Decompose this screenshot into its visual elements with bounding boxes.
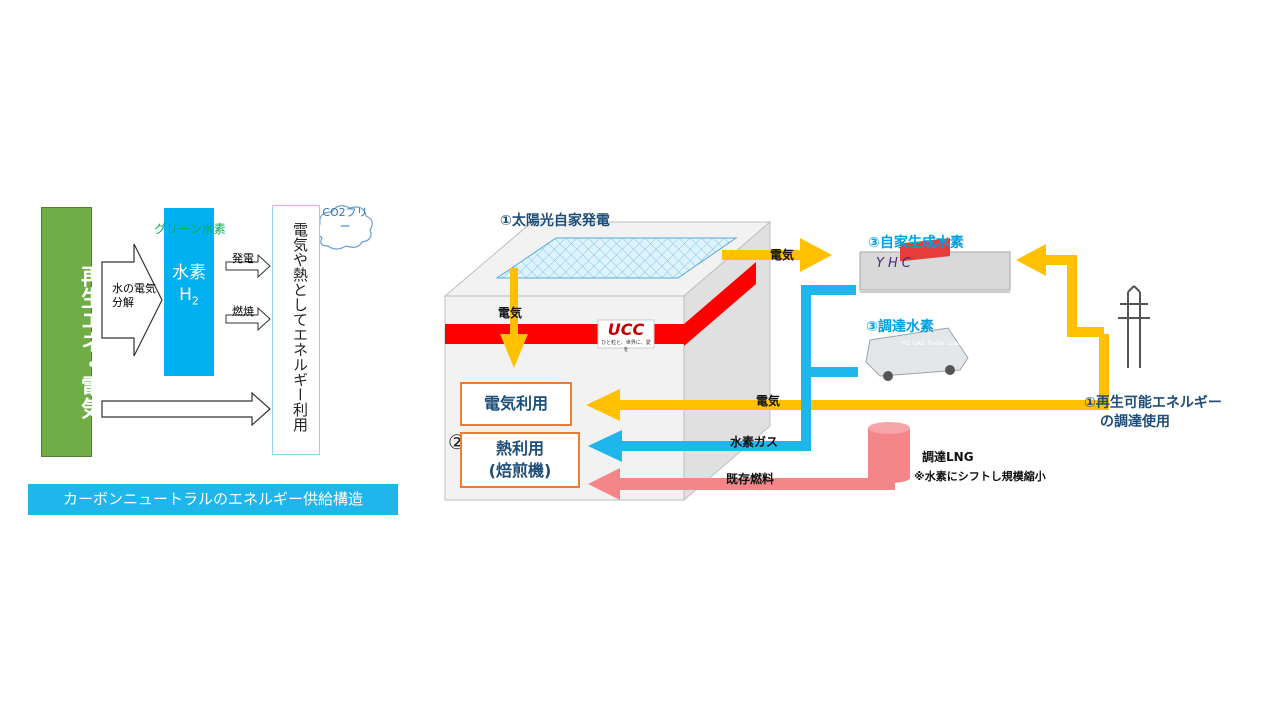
energy-use-label: 電気や熱としてエネルギー利用	[291, 222, 309, 432]
green-hydrogen-label: グリーン水素	[154, 222, 226, 236]
renewable-energy-bar	[41, 207, 92, 457]
power-tower-icon	[1118, 285, 1150, 368]
energy-use-box	[272, 205, 320, 455]
hydrogen-generator-container	[859, 251, 1011, 293]
heat-use-box: 熱利用 (焙煎機)	[460, 432, 580, 488]
hydrogen-text: 水素H	[172, 263, 206, 305]
solar-electricity-label: 電気	[498, 306, 523, 320]
existing-fuel-label: 既存燃料	[726, 472, 775, 486]
electricity-use-box: 電気利用	[460, 382, 572, 426]
ucc-tagline: ひと粒と、世界に、愛を	[601, 340, 651, 353]
co2-free-label: CO2フリー	[322, 206, 368, 233]
hydrogen-bar	[164, 208, 214, 376]
lng-label: 調達LNG	[922, 450, 974, 464]
roaster-label: (焙煎機)	[488, 461, 552, 480]
lng-tank	[868, 422, 910, 483]
trailer-text: H2 GAS Trailer Loader	[902, 340, 968, 347]
solar-panel	[495, 237, 738, 279]
renewable-procurement-label: ①再生可能エネルギー	[1084, 395, 1222, 411]
hydrogen-gas-label: 水素ガス	[730, 435, 779, 449]
ucc-logo: UCC	[607, 320, 645, 339]
renewable-procurement-sub: の調達使用	[1100, 414, 1170, 430]
electrolysis-label: 水の電気分解	[112, 282, 156, 309]
yhc-logo: YHC	[876, 256, 915, 271]
electricity-to-hydrogen-label: 電気	[770, 248, 795, 262]
electricity-use-label: 電気利用	[483, 394, 548, 413]
ucc-logo-bg	[597, 319, 655, 349]
grid-electricity-label: 電気	[756, 394, 781, 408]
caption-banner: カーボンニュートラルのエネルギー供給構造	[28, 484, 398, 515]
solar-generation-label: ①太陽光自家発電	[500, 213, 610, 229]
renewable-energy-label: 再生エネ・電気	[77, 265, 102, 419]
hydrogen-trailer-icon	[865, 238, 969, 381]
combustion-label: 燃焼	[232, 305, 254, 318]
hydrogen-subscript: 2	[191, 294, 199, 308]
heat-use-label: 熱利用	[495, 439, 544, 458]
lng-note: ※水素にシフトし規模縮小	[914, 470, 1046, 483]
procured-hydrogen-label: ③調達水素	[866, 319, 934, 335]
hydrogen-label: 水素H2	[164, 262, 214, 312]
red-band-side	[684, 262, 756, 346]
self-generated-hydrogen-label: ③自家生成水素	[868, 235, 964, 251]
cloud-icon	[316, 205, 373, 250]
power-generation-label: 発電	[232, 252, 254, 265]
